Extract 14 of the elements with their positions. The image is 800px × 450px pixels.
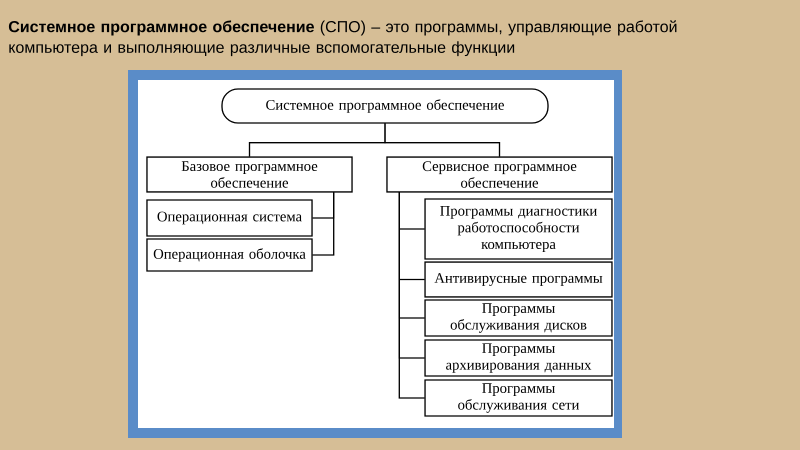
category-box: Операционная система: [146, 199, 313, 237]
category-box: Антивирусные программы: [424, 261, 613, 298]
connector-line: [398, 192, 424, 399]
connector-line: [312, 192, 334, 256]
category-box: Программы диагностики работоспособности компьютера: [424, 198, 613, 260]
category-box: Сервисное программное обеспечение: [386, 156, 613, 193]
category-box: Программы обслуживания сети: [424, 379, 613, 417]
category-box: Программы архивирования данных: [424, 339, 613, 377]
category-box: Операционная оболочка: [146, 238, 313, 272]
category-box: Базовое программное обеспечение: [146, 156, 353, 193]
title: Системное программное обеспечение (СПО) – это программы, управляющие работой компьютера и выполняющие различные вспомогательные функции: [8, 20, 676, 56]
connector-line: [384, 124, 500, 156]
root-box: Системное программное обеспечение: [221, 88, 549, 124]
category-box: Программы обслуживания дисков: [424, 299, 613, 337]
